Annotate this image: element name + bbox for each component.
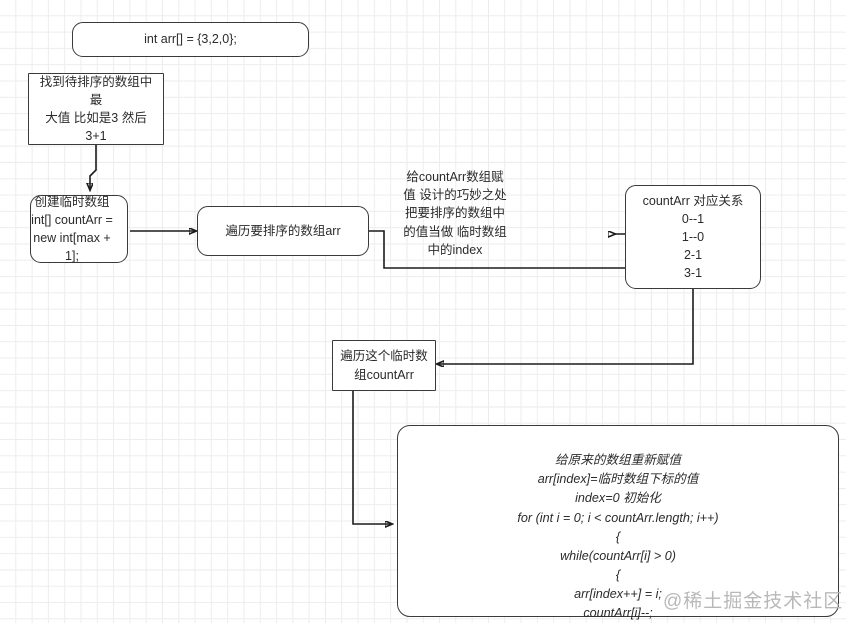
connector-iteratecountarr-to-codeblock <box>352 391 392 524</box>
node-iterate-countarr[interactable]: 遍历这个临时数 组countArr <box>332 340 436 391</box>
annotation-assign-countarr-label: 给countArr数组赋 值 设计的巧妙之处 把要排序的数组中 的值当做 临时数… <box>403 170 507 257</box>
node-rewrite-original-array[interactable] <box>397 425 839 617</box>
node-iterate-countarr-label: 遍历这个临时数 组countArr <box>340 349 428 382</box>
node-countarr-mapping[interactable]: countArr 对应关系 0--1 1--0 2-1 3-1 <box>625 185 761 289</box>
node-find-max[interactable]: 找到待排序的数组中最 大值 比如是3 然后 3+1 <box>28 73 164 145</box>
watermark-label: @稀土掘金技术社区 <box>663 586 843 613</box>
node-iterate-arr-label: 遍历要排序的数组arr <box>225 223 341 238</box>
node-declare-array[interactable]: int arr[] = {3,2,0}; <box>72 22 309 57</box>
annotation-assign-countarr: 给countArr数组赋 值 设计的巧妙之处 把要排序的数组中 的值当做 临时数… <box>388 150 522 259</box>
node-countarr-mapping-label: countArr 对应关系 0--1 1--0 2-1 3-1 <box>642 193 744 281</box>
node-find-max-label: 找到待排序的数组中最 大值 比如是3 然后 3+1 <box>39 74 153 144</box>
node-create-temp-array[interactable]: 创建临时数组 int[] countArr = new int[max + 1]… <box>30 195 128 263</box>
node-create-temp-array-label: 创建临时数组 int[] countArr = new int[max + 1]… <box>31 194 113 264</box>
watermark-text: @稀土掘金技术社区 <box>663 591 844 612</box>
code-block-text: 给原来的数组重新赋值 arr[index]=临时数组下标的值 index=0 初… <box>397 432 839 623</box>
node-iterate-arr[interactable]: 遍历要排序的数组arr <box>197 206 369 256</box>
connector-countarr-to-iteratecountarr <box>437 289 694 364</box>
node-declare-array-label: int arr[] = {3,2,0}; <box>144 32 237 47</box>
code-block-lines: 给原来的数组重新赋值 arr[index]=临时数组下标的值 index=0 初… <box>517 453 719 621</box>
connector-findmax-to-createtemp <box>90 145 97 190</box>
